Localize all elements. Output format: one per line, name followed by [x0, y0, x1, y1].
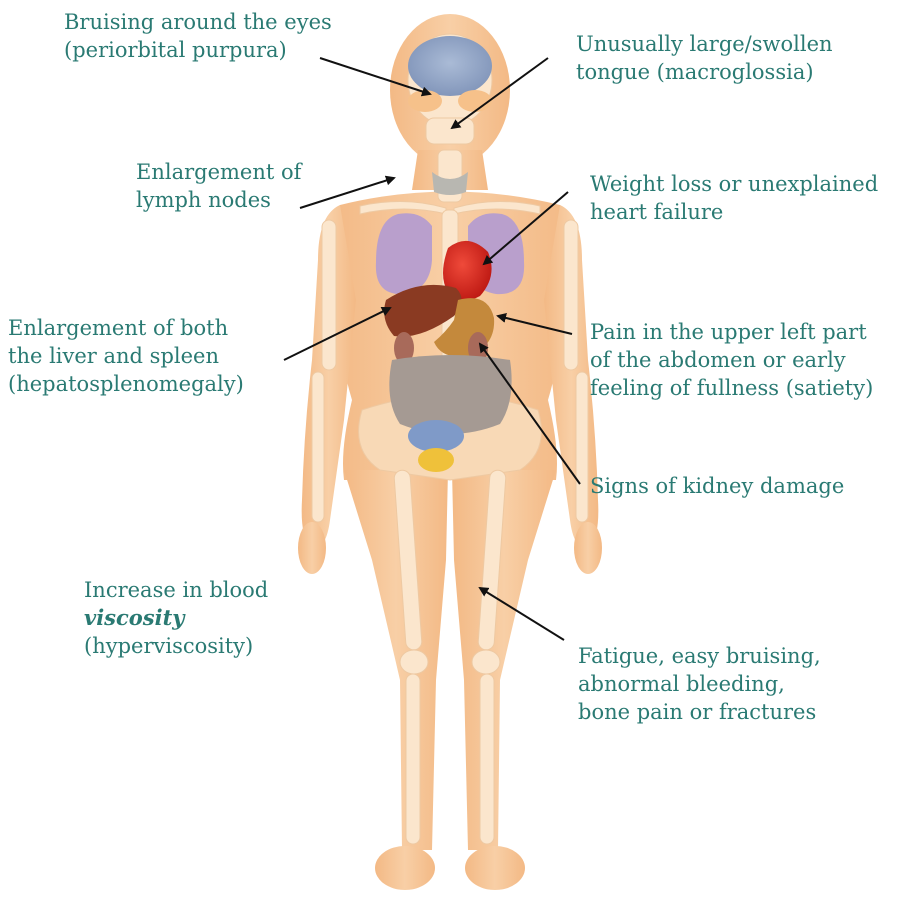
label-viscosity-line2-wrap: viscosity — [84, 604, 268, 632]
label-abdomen-line2: of the abdomen or early — [590, 346, 873, 374]
label-liver-line3: (hepatosplenomegaly) — [8, 370, 244, 398]
label-fatigue-line3: bone pain or fractures — [578, 698, 821, 726]
label-lymph-line2: lymph nodes — [136, 186, 301, 214]
label-heart-line1: Weight loss or unexplained — [590, 170, 878, 198]
label-abdomen: Pain in the upper left part of the abdom… — [590, 318, 873, 402]
label-liver-line2: the liver and spleen — [8, 342, 244, 370]
label-kidney-line1: Signs of kidney damage — [590, 472, 844, 500]
label-fatigue-line2: abnormal bleeding, — [578, 670, 821, 698]
arrow-heart — [484, 192, 568, 264]
label-abdomen-line3: feeling of fullness (satiety) — [590, 374, 873, 402]
label-liver: Enlargement of both the liver and spleen… — [8, 314, 244, 398]
label-eyes-line1: Bruising around the eyes — [64, 8, 332, 36]
label-viscosity-line2: viscosity — [84, 605, 185, 630]
arrow-lymph — [300, 178, 394, 208]
label-kidney: Signs of kidney damage — [590, 472, 844, 500]
label-lymph-line1: Enlargement of — [136, 158, 301, 186]
label-heart-line2: heart failure — [590, 198, 878, 226]
label-fatigue: Fatigue, easy bruising, abnormal bleedin… — [578, 642, 821, 726]
label-liver-line1: Enlargement of both — [8, 314, 244, 342]
label-tongue: Unusually large/swollen tongue (macroglo… — [576, 30, 833, 86]
label-tongue-line1: Unusually large/swollen — [576, 30, 833, 58]
arrow-kidney — [480, 344, 580, 484]
label-viscosity-line3: (hyperviscosity) — [84, 632, 268, 660]
label-viscosity: Increase in blood viscosity (hyperviscos… — [84, 576, 268, 660]
arrow-fatigue — [480, 588, 564, 640]
arrow-abdomen — [498, 316, 572, 334]
label-eyes-line2: (periorbital purpura) — [64, 36, 332, 64]
label-lymph: Enlargement of lymph nodes — [136, 158, 301, 214]
label-tongue-line2: tongue (macroglossia) — [576, 58, 833, 86]
label-abdomen-line1: Pain in the upper left part — [590, 318, 873, 346]
arrow-tongue — [452, 58, 548, 128]
label-heart: Weight loss or unexplained heart failure — [590, 170, 878, 226]
label-viscosity-line1: Increase in blood — [84, 576, 268, 604]
label-eyes: Bruising around the eyes (periorbital pu… — [64, 8, 332, 64]
arrow-liver — [284, 308, 390, 360]
arrow-eyes — [320, 58, 430, 94]
label-fatigue-line1: Fatigue, easy bruising, — [578, 642, 821, 670]
